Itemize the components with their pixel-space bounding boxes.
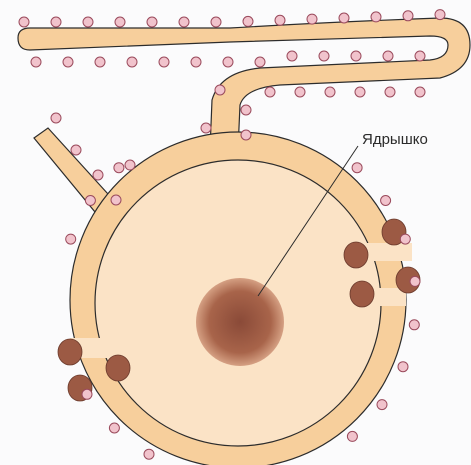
ribosome-21	[223, 57, 233, 67]
ribosome-8	[243, 16, 253, 26]
ribosome-49	[410, 276, 420, 286]
ribosome-33	[415, 87, 425, 97]
ribosome-26	[383, 51, 393, 61]
nuclear-pore-6	[350, 281, 374, 307]
ribosome-56	[82, 389, 92, 399]
ribosome-13	[403, 11, 413, 21]
ribosome-36	[241, 130, 251, 140]
ribosome-52	[377, 400, 387, 410]
ribosome-35	[241, 105, 251, 115]
ribosome-55	[109, 423, 119, 433]
ribosome-40	[93, 170, 103, 180]
ribosome-2	[51, 17, 61, 27]
ribosome-19	[159, 57, 169, 67]
ribosome-27	[415, 51, 425, 61]
ribosome-39	[71, 145, 81, 155]
ribosome-54	[144, 449, 154, 459]
ribosome-22	[255, 57, 265, 67]
ribosome-44	[85, 196, 95, 206]
ribosome-29	[295, 87, 305, 97]
ribosome-7	[211, 17, 221, 27]
ribosome-47	[381, 196, 391, 206]
ribosome-23	[287, 51, 297, 61]
ribosome-30	[325, 87, 335, 97]
ribosome-50	[409, 320, 419, 330]
nuclear-pore-2	[106, 355, 130, 381]
ribosome-14	[435, 10, 445, 20]
ribosome-5	[147, 17, 157, 27]
ribosome-46	[352, 163, 362, 173]
ribosome-18	[127, 57, 137, 67]
ribosome-11	[339, 13, 349, 23]
nucleolus-label: Ядрышко	[362, 131, 428, 148]
ribosome-10	[307, 14, 317, 24]
ribosome-37	[201, 123, 211, 133]
ribosome-17	[95, 57, 105, 67]
ribosome-41	[125, 160, 135, 170]
ribosome-42	[111, 195, 121, 205]
ribosome-15	[31, 57, 41, 67]
nucleolus	[196, 278, 284, 366]
ribosome-51	[398, 362, 408, 372]
ribosome-24	[319, 51, 329, 61]
ribosome-1	[19, 17, 29, 27]
nuclear-pore-1	[58, 339, 82, 365]
ribosome-4	[115, 17, 125, 27]
ribosome-31	[355, 87, 365, 97]
nuclear-pore-4	[344, 242, 368, 268]
ribosome-6	[179, 17, 189, 27]
ribosome-9	[275, 15, 285, 25]
ribosome-28	[265, 87, 275, 97]
ribosome-38	[51, 113, 61, 123]
ribosome-16	[63, 57, 73, 67]
ribosome-48	[400, 234, 410, 244]
ribosome-53	[347, 431, 357, 441]
ribosome-45	[114, 163, 124, 173]
ribosome-3	[83, 17, 93, 27]
ribosome-20	[191, 57, 201, 67]
ribosome-12	[371, 12, 381, 22]
ribosome-25	[351, 51, 361, 61]
ribosome-34	[215, 85, 225, 95]
ribosome-32	[385, 87, 395, 97]
ribosome-43	[66, 234, 76, 244]
